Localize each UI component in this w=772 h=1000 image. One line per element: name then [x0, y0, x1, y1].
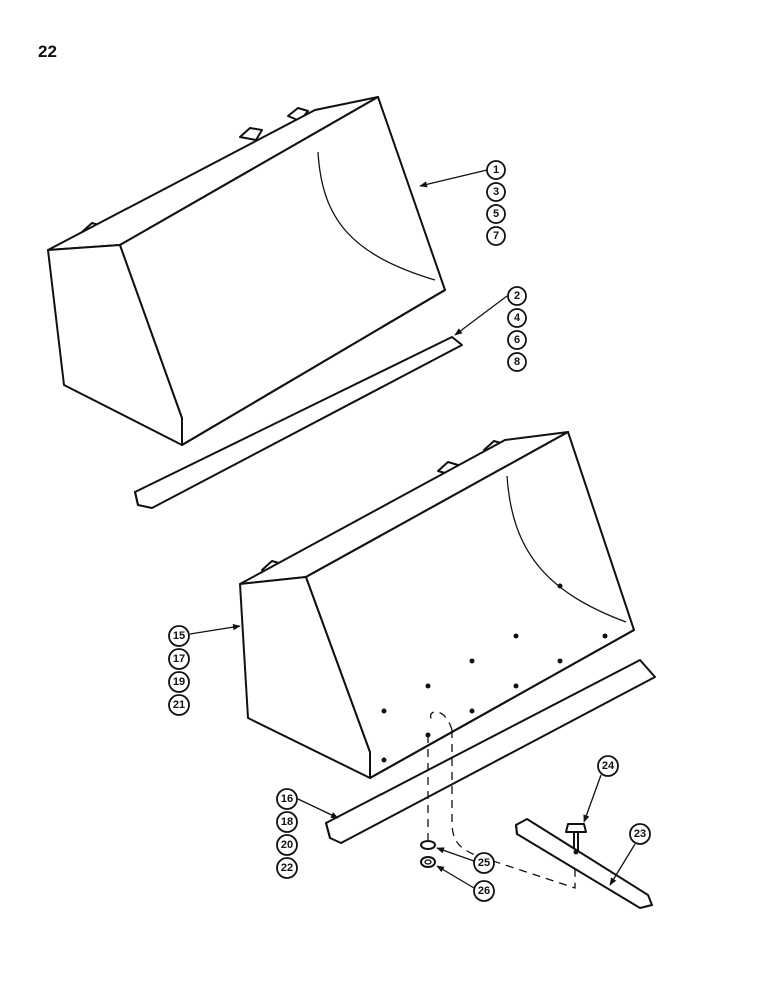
edge-strap — [515, 818, 653, 909]
callout-16: 16 — [281, 793, 293, 805]
callout-7: 7 — [493, 230, 499, 242]
callout-20: 20 — [281, 839, 293, 851]
dashed-leaders — [427, 711, 576, 889]
callout-15: 15 — [173, 630, 185, 642]
bolt-holes — [381, 583, 608, 763]
callout-24: 24 — [602, 760, 615, 772]
lower-bucket — [239, 431, 635, 779]
callout-21: 21 — [173, 699, 185, 711]
callout-6: 6 — [514, 334, 520, 346]
callout-18: 18 — [281, 816, 293, 828]
lower-cutting-edge — [325, 659, 656, 844]
callout-17: 17 — [173, 653, 185, 665]
callout-5: 5 — [493, 208, 499, 220]
upper-bucket — [47, 96, 446, 446]
callout-3: 3 — [493, 186, 499, 198]
callout-19: 19 — [173, 676, 185, 688]
callout-25: 25 — [478, 857, 490, 869]
upper-cutting-edge — [134, 336, 463, 509]
callout-2: 2 — [514, 290, 520, 302]
callout-8: 8 — [514, 356, 520, 368]
callout-1: 1 — [493, 164, 499, 176]
washer-nut — [420, 840, 436, 868]
callout-4: 4 — [514, 312, 521, 324]
callout-26: 26 — [478, 885, 490, 897]
page-number: 22 — [38, 42, 57, 61]
callout-23: 23 — [634, 828, 646, 840]
callout-22: 22 — [281, 862, 293, 874]
callouts: 1 3 5 7 2 4 6 8 15 17 19 21 16 18 20 — [168, 160, 651, 902]
